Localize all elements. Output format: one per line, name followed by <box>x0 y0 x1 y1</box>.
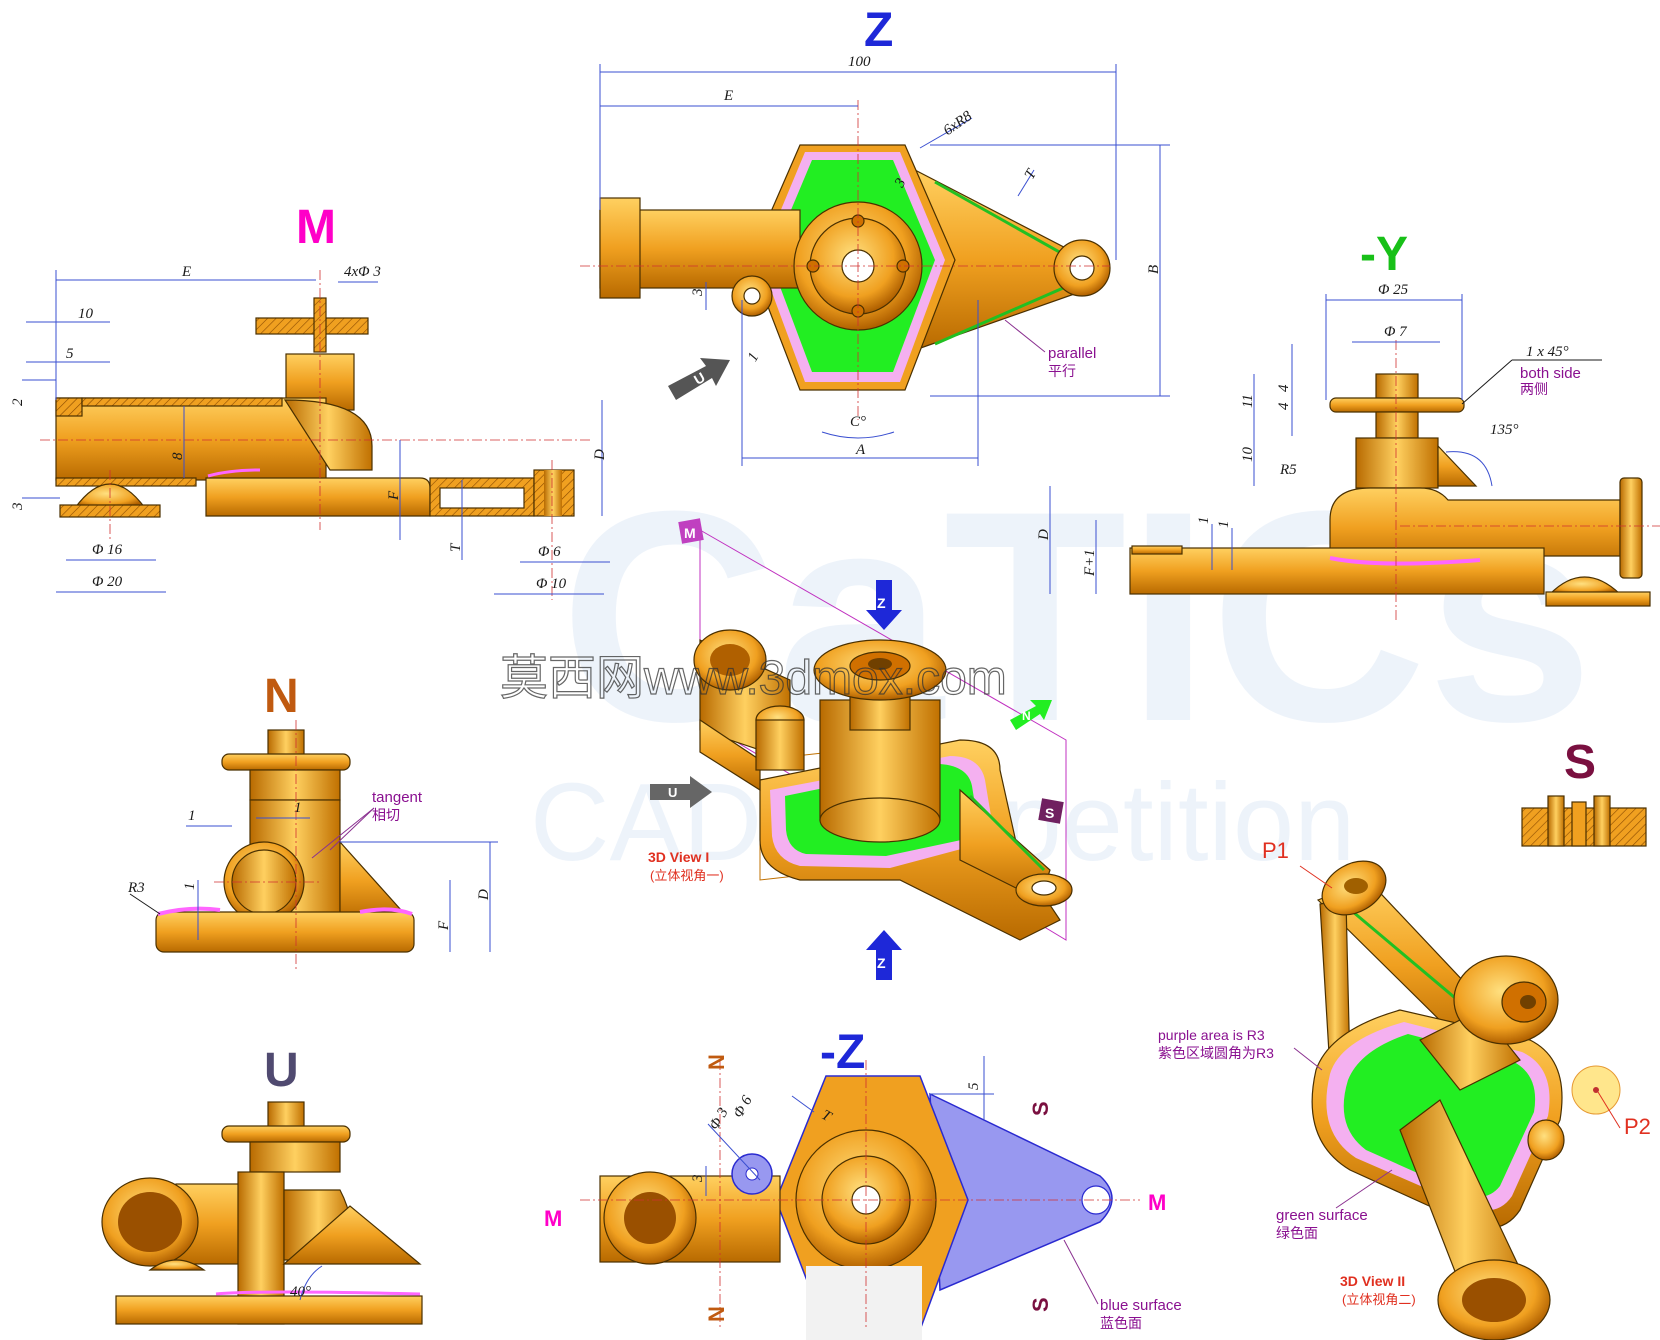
dim-nz-d3: Φ 3 <box>707 1105 732 1133</box>
dim-n-1b: 1 <box>294 800 302 816</box>
marker-s-3d: S <box>1045 805 1054 821</box>
dim-n-f: F <box>436 920 452 931</box>
dim-y-1b: 1 <box>1216 521 1232 529</box>
note-parallel-cn: 平行 <box>1048 363 1076 379</box>
label-3d-view-1: 3D View I <box>648 849 709 865</box>
dim-m-5: 5 <box>66 346 74 362</box>
marker-m-nz-right: M <box>1148 1190 1166 1215</box>
dim-y-10: 10 <box>1240 447 1256 463</box>
dim-y-f1: F+1 <box>1082 549 1098 577</box>
note-green-surface-cn: 绿色面 <box>1276 1225 1318 1241</box>
marker-u-3d: U <box>668 785 677 800</box>
dim-z-c: C° <box>850 414 866 430</box>
dim-m-f: F <box>386 490 402 501</box>
marker-s-nz-bottom: S <box>1028 1297 1053 1312</box>
dim-n-1c: 1 <box>182 883 198 891</box>
dim-z-a: A <box>855 442 866 458</box>
dim-m-d20: Φ 20 <box>92 574 123 590</box>
dim-z-t: T <box>1022 166 1041 183</box>
dim-y-4a: 4 <box>1276 384 1292 392</box>
watermark-site: 莫西网www.3dmox.com <box>500 652 1007 705</box>
note-tangent-cn: 相切 <box>372 807 400 823</box>
marker-n-nz-top: N <box>704 1054 729 1070</box>
marker-s-nz-top: S <box>1028 1101 1053 1116</box>
dim-m-3: 3 <box>10 503 26 512</box>
marker-z-3d-bottom: Z <box>877 955 886 971</box>
marker-n-nz-bottom: N <box>704 1306 729 1322</box>
dim-u-40: 40° <box>290 1284 311 1300</box>
dim-y-4b: 4 <box>1276 402 1292 410</box>
dim-z-6xr8: 6xR8 <box>941 108 976 139</box>
view-neg-z-label: -Z <box>820 1026 865 1079</box>
marker-z-3d-top: Z <box>877 595 886 611</box>
note-parallel-en: parallel <box>1048 345 1096 362</box>
dim-y-r5: R5 <box>1279 462 1297 478</box>
dim-y-1a: 1 <box>1196 517 1212 525</box>
label-p1: P1 <box>1262 838 1289 863</box>
note-purple-area-cn: 紫色区域圆角为R3 <box>1158 1045 1274 1061</box>
dim-m-10: 10 <box>78 306 94 322</box>
dim-y-d25: Φ 25 <box>1378 282 1409 298</box>
view-m: M E 4xΦ 3 10 5 <box>10 201 610 600</box>
view-n: N 1 1 tangent 相切 R3 1 F D <box>127 670 498 970</box>
dim-nz-3: 3 <box>690 1175 706 1184</box>
dim-z-3b: 3 <box>690 289 706 298</box>
dim-n-r3: R3 <box>127 880 145 896</box>
marker-n-3d: N <box>1022 709 1031 723</box>
label-3d-view-1-cn: (立体视角一) <box>650 868 724 883</box>
label-3d-view-2-cn: (立体视角二) <box>1342 1292 1416 1307</box>
dim-m-8: 8 <box>170 452 186 460</box>
dim-m-d: D <box>592 449 608 461</box>
view-neg-y-label: -Y <box>1360 228 1408 281</box>
note-both-side-cn: 两侧 <box>1520 381 1548 397</box>
label-p2: P2 <box>1624 1114 1651 1139</box>
dim-nz-d6: Φ 6 <box>731 1093 756 1121</box>
view-neg-y: -Y Φ 25 Φ 7 1 x 45° both side 两侧 4 4 11 … <box>1036 228 1660 620</box>
view-3d-1: M S Z Z N U 3D View I (立体视角一) <box>648 518 1073 980</box>
dim-m-2: 2 <box>10 398 26 406</box>
dim-n-d: D <box>476 889 492 901</box>
label-3d-view-2: 3D View II <box>1340 1273 1405 1289</box>
view-n-label: N <box>264 670 299 723</box>
marker-m-nz-left: M <box>544 1206 562 1231</box>
dim-z-e: E <box>723 88 733 104</box>
view-z-label: Z <box>864 4 893 57</box>
dim-y-135: 135° <box>1490 422 1519 438</box>
marker-m-3d: M <box>684 525 696 541</box>
dim-z-b: B <box>1146 265 1162 274</box>
dim-n-1a: 1 <box>188 808 196 824</box>
view-u: U 40° <box>101 1044 423 1325</box>
dim-m-d10: Φ 10 <box>536 576 567 592</box>
dim-nz-5: 5 <box>966 1082 982 1090</box>
view-neg-z: -Z 5 T Φ 3 Φ 6 3 N N S S M M blue surfac… <box>544 1026 1182 1340</box>
note-tangent-en: tangent <box>372 789 423 806</box>
view-3d-2: P1 P2 purple area is R3 紫色区域圆角为R3 green … <box>1158 838 1651 1340</box>
note-both-side-en: both side <box>1520 365 1581 382</box>
dim-y-11: 11 <box>1240 394 1256 408</box>
dim-z-100: 100 <box>848 54 871 70</box>
dim-m-d6: Φ 6 <box>538 544 561 560</box>
dim-y-d: D <box>1036 529 1052 541</box>
view-m-label: M <box>296 201 336 254</box>
dim-y-d7: Φ 7 <box>1384 324 1408 340</box>
dim-m-d16: Φ 16 <box>92 542 123 558</box>
view-s-label: S <box>1564 736 1596 789</box>
note-blue-surface-en: blue surface <box>1100 1297 1182 1314</box>
dim-m-t: T <box>448 542 464 552</box>
view-u-label: U <box>264 1044 299 1097</box>
note-blue-surface-cn: 蓝色面 <box>1100 1315 1142 1331</box>
view-s: S <box>1521 736 1647 847</box>
view-z: Z 100 E 6xR8 3 <box>580 4 1170 466</box>
note-purple-area-en: purple area is R3 <box>1158 1027 1265 1043</box>
dim-m-e: E <box>181 264 191 280</box>
note-green-surface-en: green surface <box>1276 1207 1368 1224</box>
dim-m-4xd3: 4xΦ 3 <box>344 264 381 280</box>
dim-z-1: 1 <box>745 350 763 364</box>
dim-y-1x45: 1 x 45° <box>1526 344 1569 360</box>
